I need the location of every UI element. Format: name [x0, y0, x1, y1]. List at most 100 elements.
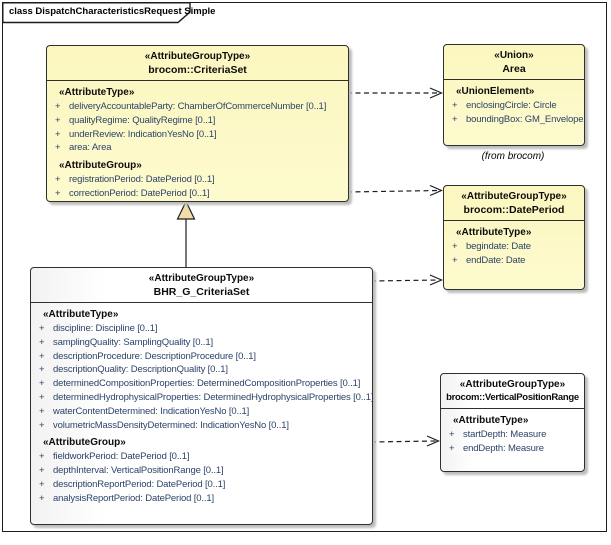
- attribute-text: discipline: Discipline [0..1]: [53, 323, 158, 334]
- attribute-text: analysisReportPeriod: DatePeriod [0..1]: [53, 492, 215, 504]
- attribute-compartment: «AttributeType» + discipline: Discipline […: [31, 303, 372, 506]
- class-name: brocom::VerticalPositionRange: [446, 392, 579, 403]
- attribute-row: + startDepth: Measure: [446, 428, 581, 442]
- attribute-text: startDepth: Measure: [463, 429, 547, 440]
- visibility-marker: +: [39, 451, 45, 463]
- class-box-brocom-criteriaset[interactable]: «AttributeGroupType» brocom::CriteriaSet…: [46, 45, 349, 202]
- class-header: «Union» Area: [444, 45, 584, 80]
- attribute-compartment: «AttributeType» + begindate: Date + endDate:…: [444, 221, 584, 268]
- stereotype-section-label: «AttributeGroup»: [43, 437, 126, 449]
- attribute-text: enclosingCircle: Circle: [466, 100, 557, 111]
- dependency-arrow-criteriaset-to-area[interactable]: [347, 87, 444, 99]
- attribute-row: + enclosingCircle: Circle: [449, 99, 581, 113]
- class-name: Area: [502, 63, 526, 75]
- visibility-marker: +: [39, 492, 45, 504]
- attribute-text: endDepth: Measure: [463, 442, 544, 454]
- attribute-row: + fieldworkPeriod: DatePeriod [0..1]: [36, 450, 369, 464]
- attribute-compartment: «AttributeType» + startDepth: Measure +endD…: [441, 409, 584, 456]
- attribute-text: waterContentDetermined: IndicationYesNo …: [53, 405, 250, 417]
- class-stereotype: «AttributeGroupType»: [144, 51, 251, 62]
- attribute-row: + descriptionReportPeriod: DatePeriod [0.…: [36, 478, 369, 492]
- attribute-row: + waterContentDetermined: IndicationYesNo…: [36, 405, 369, 419]
- class-name: brocom::CriteriaSet: [148, 64, 247, 76]
- attribute-text: endDate: Date: [466, 254, 526, 266]
- attribute-text: boundingBox: GM_Envelope: [466, 113, 584, 125]
- visibility-marker: +: [55, 187, 61, 199]
- class-stereotype: «AttributeGroupType»: [461, 191, 567, 202]
- attribute-row: + boundingBox: GM_Envelope: [449, 113, 584, 127]
- visibility-marker: +: [55, 174, 61, 186]
- attribute-row: +endDepth: Measure: [446, 442, 581, 456]
- attribute-text: begindate: Date: [466, 241, 531, 252]
- visibility-marker: +: [452, 113, 458, 125]
- attribute-text: fieldworkPeriod: DatePeriod [0..1]: [53, 451, 190, 463]
- attribute-text: descriptionReportPeriod: DatePeriod [0..…: [53, 478, 226, 490]
- attribute-row: + underReview: IndicationYesNo [0..1]: [52, 128, 345, 142]
- attribute-row: + analysisReportPeriod: DatePeriod [0..1]: [36, 492, 369, 506]
- attribute-text: qualityRegime: QualityRegime [0..1]: [69, 114, 216, 126]
- attribute-text: volumetricMassDensityDetermined: Indicat…: [53, 419, 289, 431]
- class-name: brocom::DatePeriod: [463, 204, 565, 216]
- visibility-marker: +: [452, 254, 458, 266]
- attribute-compartment: «UnionElement» + enclosingCircle: Circle + b…: [444, 80, 584, 127]
- class-header: «AttributeGroupType» BHR_G_CriteriaSet: [31, 268, 372, 303]
- attribute-row: + endDate: Date: [449, 254, 581, 268]
- stereotype-section-label: «AttributeType»: [43, 309, 119, 320]
- attribute-text: descriptionProcedure: DescriptionProcedu…: [53, 350, 256, 362]
- stereotype-section-label: «AttributeType»: [456, 227, 532, 238]
- visibility-marker: +: [55, 128, 61, 140]
- diagram-frame: [2, 2, 607, 532]
- class-header: «AttributeGroupType» brocom::DatePeriod: [444, 186, 584, 221]
- visibility-marker: +: [39, 336, 45, 348]
- visibility-marker: +: [39, 350, 45, 362]
- dependency-arrow-bhr-to-dateperiod[interactable]: [370, 274, 444, 286]
- class-box-area[interactable]: «Union» Area «UnionElement» + enclosingCir…: [443, 44, 585, 146]
- attribute-row: + area: Area: [52, 141, 345, 155]
- frame-title-tab: [2, 2, 191, 24]
- class-name: BHR_G_CriteriaSet: [153, 286, 250, 298]
- attribute-row: + descriptionProcedure: DescriptionProced…: [36, 350, 369, 364]
- attribute-row: + discipline: Discipline [0..1]: [36, 322, 369, 336]
- visibility-marker: +: [39, 405, 45, 417]
- visibility-marker: +: [55, 142, 61, 154]
- visibility-marker: +: [452, 100, 458, 111]
- attribute-row: + samplingQuality: SamplingQuality [0..1]: [36, 336, 369, 350]
- visibility-marker: +: [452, 241, 458, 252]
- class-header: «AttributeGroupType» brocom::CriteriaSet: [47, 46, 348, 81]
- dependency-arrow-bhr-to-verticalpositionrange[interactable]: [370, 435, 441, 447]
- attribute-text: samplingQuality: SamplingQuality [0..1]: [53, 336, 213, 348]
- class-box-brocom-dateperiod[interactable]: «AttributeGroupType» brocom::DatePeriod …: [443, 185, 585, 290]
- diagram-title: class DispatchCharacteristicsRequest Sim…: [9, 6, 216, 17]
- attribute-row: + descriptionQuality: DescriptionQuality …: [36, 363, 369, 377]
- visibility-marker: +: [39, 323, 45, 334]
- class-box-brocom-verticalpositionrange[interactable]: «AttributeGroupType» brocom::VerticalPos…: [440, 373, 585, 472]
- attribute-text: depthInterval: VerticalPositionRange [0.…: [53, 465, 224, 477]
- attribute-row: +deliveryAccountableParty: ChamberOfComm…: [52, 100, 345, 114]
- attribute-row: +determinedCompositionProperties: Determ…: [36, 377, 369, 391]
- generalization-arrow-bhr-to-criteriaset[interactable]: [176, 200, 196, 268]
- stereotype-section-label: «AttributeType»: [453, 415, 529, 426]
- attribute-text: registrationPeriod: DatePeriod [0..1]: [69, 174, 215, 186]
- attribute-text: area: Area: [69, 142, 112, 154]
- stereotype-section-label: «AttributeType»: [59, 87, 135, 98]
- visibility-marker: +: [39, 364, 45, 376]
- attribute-text: underReview: IndicationYesNo [0..1]: [69, 128, 217, 140]
- visibility-marker: +: [39, 478, 45, 490]
- visibility-marker: +: [449, 429, 455, 440]
- attribute-row: +determinedHydrophysicalProperties: Dete…: [36, 391, 372, 405]
- attribute-text: determinedCompositionProperties: Determi…: [53, 378, 361, 390]
- class-box-bhr-g-criteriaset[interactable]: «AttributeGroupType» BHR_G_CriteriaSet «…: [30, 267, 373, 525]
- visibility-marker: +: [55, 101, 61, 112]
- stereotype-section-label: «UnionElement»: [456, 86, 535, 97]
- visibility-marker: +: [39, 465, 45, 477]
- dependency-arrow-criteriaset-to-dateperiod[interactable]: [346, 184, 444, 197]
- from-brocom-note: (from brocom): [481, 151, 545, 162]
- visibility-marker: +: [55, 114, 61, 126]
- attribute-compartment: «AttributeType» +deliveryAccountableParty…: [47, 81, 348, 201]
- attribute-row: + registrationPeriod: DatePeriod [0..1]: [52, 173, 345, 187]
- attribute-row: + depthInterval: VerticalPositionRange [0…: [36, 464, 369, 478]
- attribute-text: determinedHydrophysicalProperties: Deter…: [53, 391, 373, 403]
- attribute-text: descriptionQuality: DescriptionQuality […: [53, 364, 228, 376]
